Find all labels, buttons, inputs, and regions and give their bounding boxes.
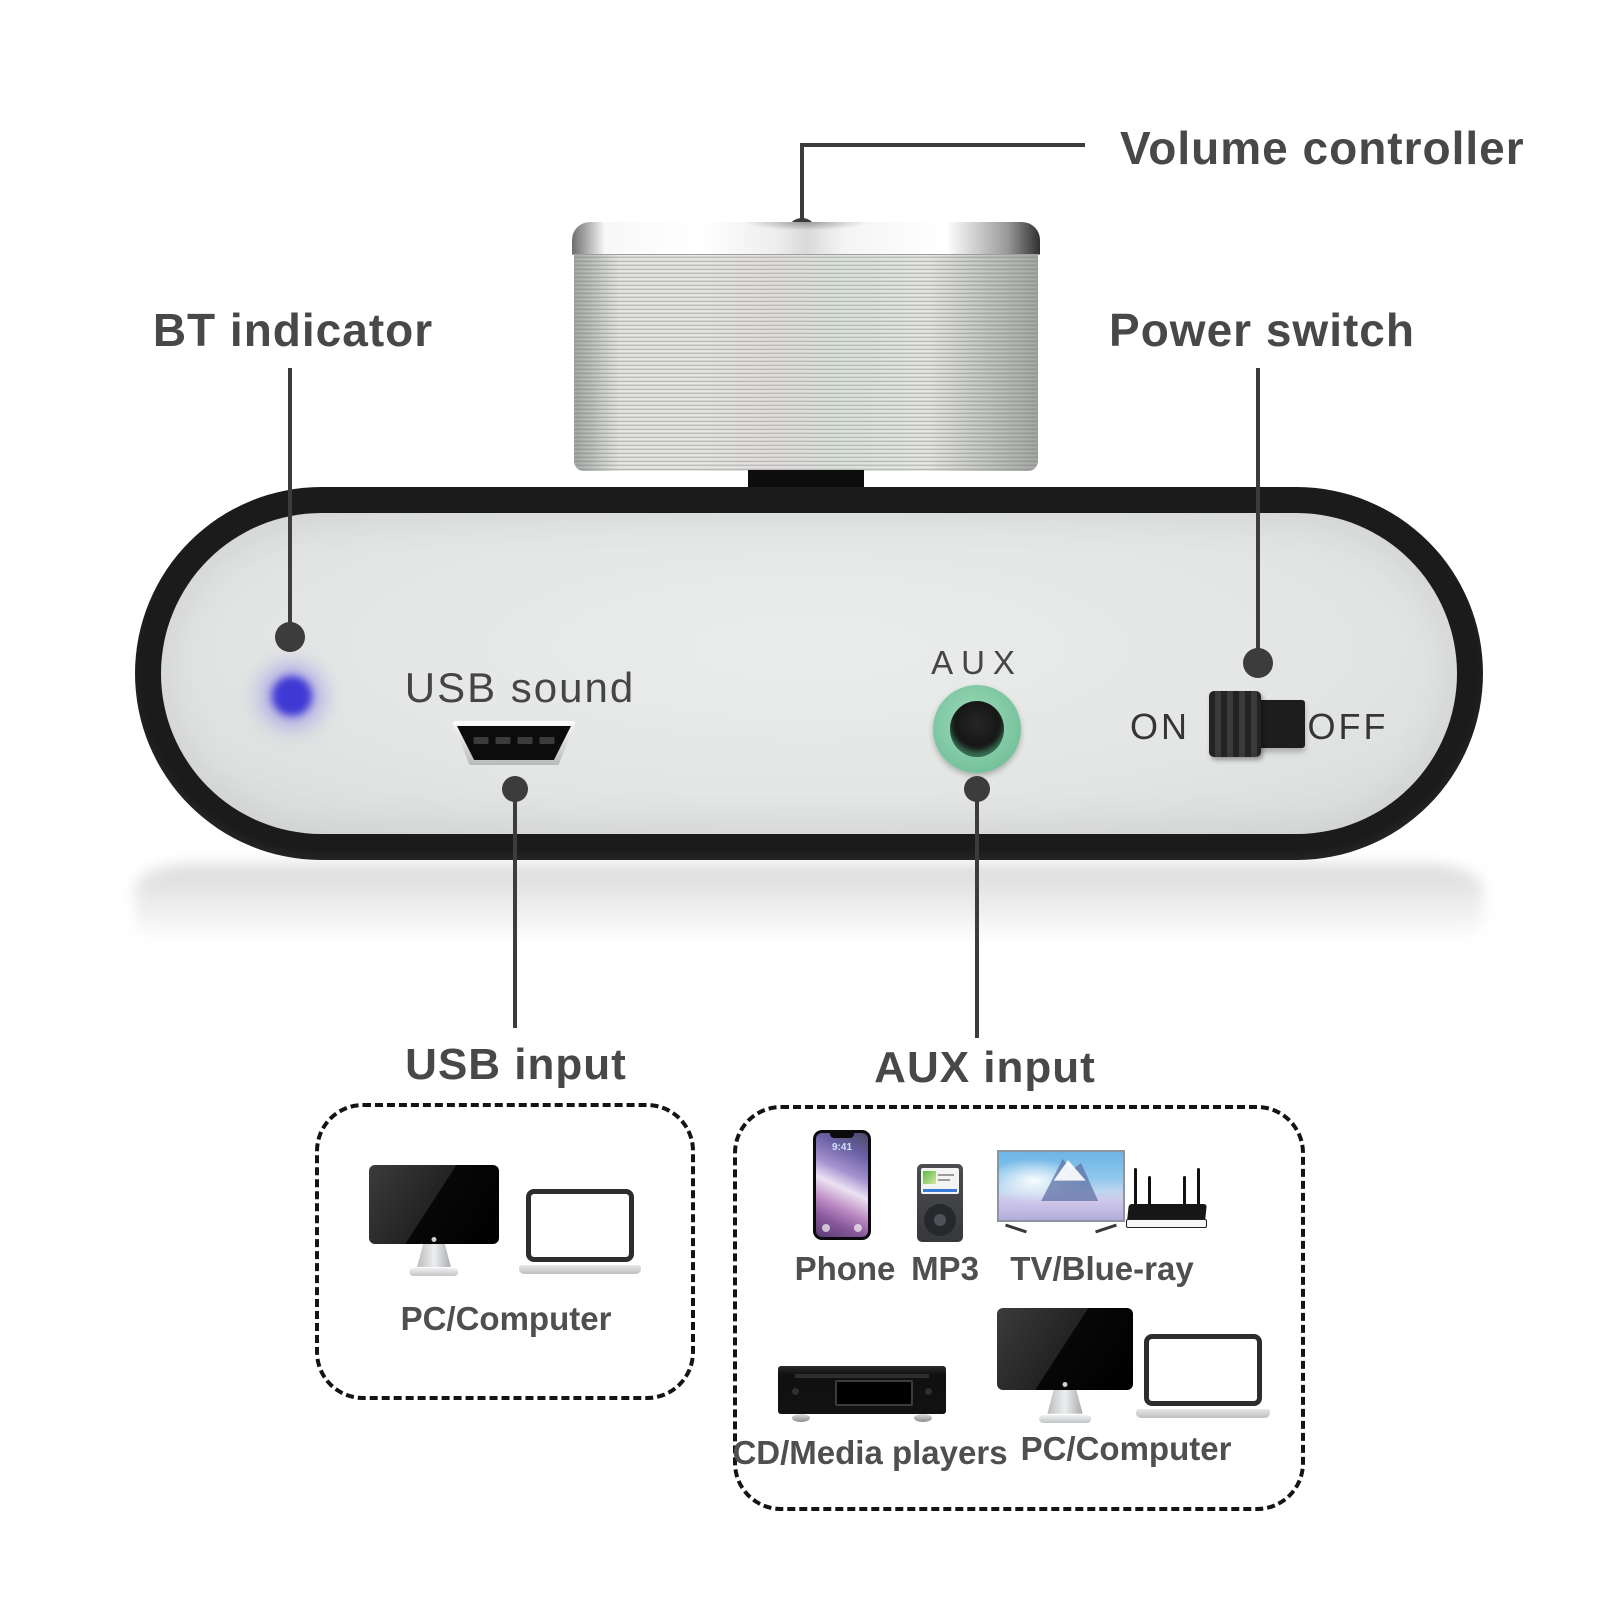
bt-callout-line xyxy=(288,368,292,638)
aux-jack-icon xyxy=(933,685,1021,773)
cd-media-label: CD/Media players xyxy=(732,1434,1008,1471)
aux-callout-line xyxy=(975,790,979,1038)
volume-callout-line-vertical xyxy=(800,145,804,237)
phone-label: Phone xyxy=(794,1250,896,1287)
tv-icon xyxy=(997,1150,1125,1234)
volume-knob-ridges xyxy=(574,253,1038,471)
mp3-label: MP3 xyxy=(911,1250,979,1287)
power-callout-line xyxy=(1256,368,1260,656)
usb-callout-dot xyxy=(502,776,528,802)
pc-icon-aux xyxy=(997,1308,1133,1423)
volume-knob-cap xyxy=(572,222,1040,255)
bt-led-icon xyxy=(272,676,312,716)
router-icon xyxy=(1126,1168,1208,1228)
pc-computer-label: PC/Computer xyxy=(1020,1430,1232,1467)
volume-knob[interactable] xyxy=(572,222,1040,494)
usb-input-title: USB input xyxy=(405,1040,627,1089)
laptop-icon xyxy=(519,1189,641,1274)
power-switch-slider[interactable] xyxy=(1209,691,1261,757)
power-switch-label: Power switch xyxy=(1109,304,1415,356)
volume-controller-label: Volume controller xyxy=(1120,122,1525,174)
on-print: ON xyxy=(1130,706,1190,747)
bt-callout-dot xyxy=(275,622,305,652)
pc-icon xyxy=(369,1165,499,1276)
amplifier-front-panel xyxy=(135,487,1483,860)
aux-input-box xyxy=(733,1105,1305,1511)
aux-print: AUX xyxy=(931,644,1023,681)
usb-callout-line xyxy=(513,790,517,1028)
off-print: OFF xyxy=(1307,706,1389,747)
usb-input-box: PC/Computer xyxy=(315,1103,695,1400)
bt-indicator-label: BT indicator xyxy=(152,304,434,356)
aux-input-title: AUX input xyxy=(874,1043,1096,1092)
device-reflection xyxy=(135,864,1483,944)
micro-usb-port-icon xyxy=(452,721,576,765)
aux-callout-dot xyxy=(964,776,990,802)
amplifier-face xyxy=(161,513,1457,834)
tv-bluray-label: TV/Blue-ray xyxy=(1010,1250,1194,1287)
phone-icon: 9:41 xyxy=(813,1130,871,1240)
phone-time: 9:41 xyxy=(831,1142,853,1153)
usb-device-label: PC/Computer xyxy=(400,1300,612,1337)
cd-player-icon xyxy=(778,1366,946,1422)
usb-sound-print: USB sound xyxy=(404,664,636,711)
volume-callout-line-horizontal xyxy=(800,143,1085,147)
mp3-player-icon xyxy=(917,1164,963,1242)
power-callout-dot xyxy=(1243,648,1273,678)
laptop-icon-aux xyxy=(1136,1334,1270,1418)
